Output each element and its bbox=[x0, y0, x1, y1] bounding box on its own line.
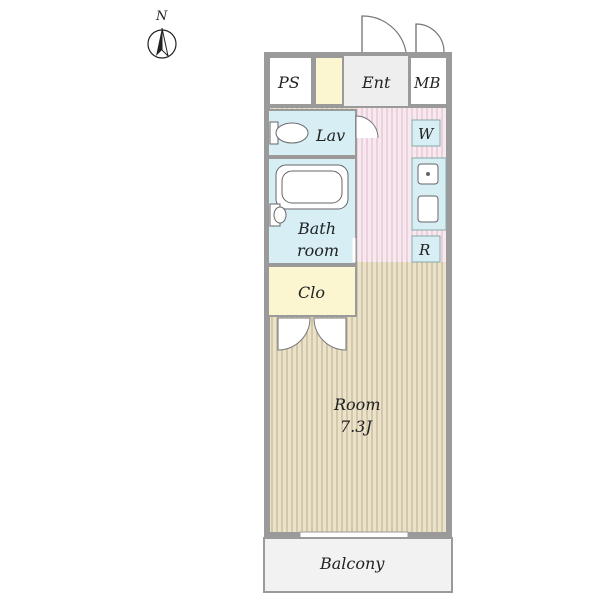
compass: N bbox=[147, 9, 177, 59]
mb-room bbox=[411, 58, 446, 104]
room-size-label: 7.3J bbox=[340, 417, 373, 436]
lavatory-door bbox=[355, 115, 379, 139]
washbasin-icon bbox=[269, 203, 287, 227]
closet-label: Clo bbox=[298, 283, 325, 302]
room-name-label: Room bbox=[333, 395, 380, 414]
compass-label: N bbox=[155, 9, 168, 24]
bath-label-line1: Bath bbox=[297, 219, 336, 238]
washer-label: W bbox=[418, 125, 435, 143]
entrance-door bbox=[361, 15, 407, 53]
closet bbox=[267, 265, 357, 317]
entrance-label: Ent bbox=[361, 73, 391, 92]
washer-space bbox=[411, 119, 441, 147]
ps-label: PS bbox=[277, 73, 300, 92]
bath-label-line2: room bbox=[297, 241, 339, 260]
meter-box-door bbox=[415, 23, 445, 53]
refrigerator-space bbox=[411, 235, 441, 263]
lavatory-label: Lav bbox=[315, 126, 345, 145]
closet-doors bbox=[277, 317, 347, 351]
bathtub-icon bbox=[275, 164, 349, 210]
mb-label: MB bbox=[413, 74, 440, 92]
balcony-label: Balcony bbox=[319, 554, 385, 573]
entrance-area bbox=[344, 56, 408, 106]
refrigerator-label: R bbox=[418, 241, 430, 259]
ps-room bbox=[270, 58, 311, 104]
kitchen-counter bbox=[411, 157, 447, 231]
balcony bbox=[263, 537, 453, 593]
north-arrow-icon bbox=[156, 28, 162, 56]
toilet-icon bbox=[269, 121, 309, 145]
duct-space bbox=[316, 58, 342, 104]
